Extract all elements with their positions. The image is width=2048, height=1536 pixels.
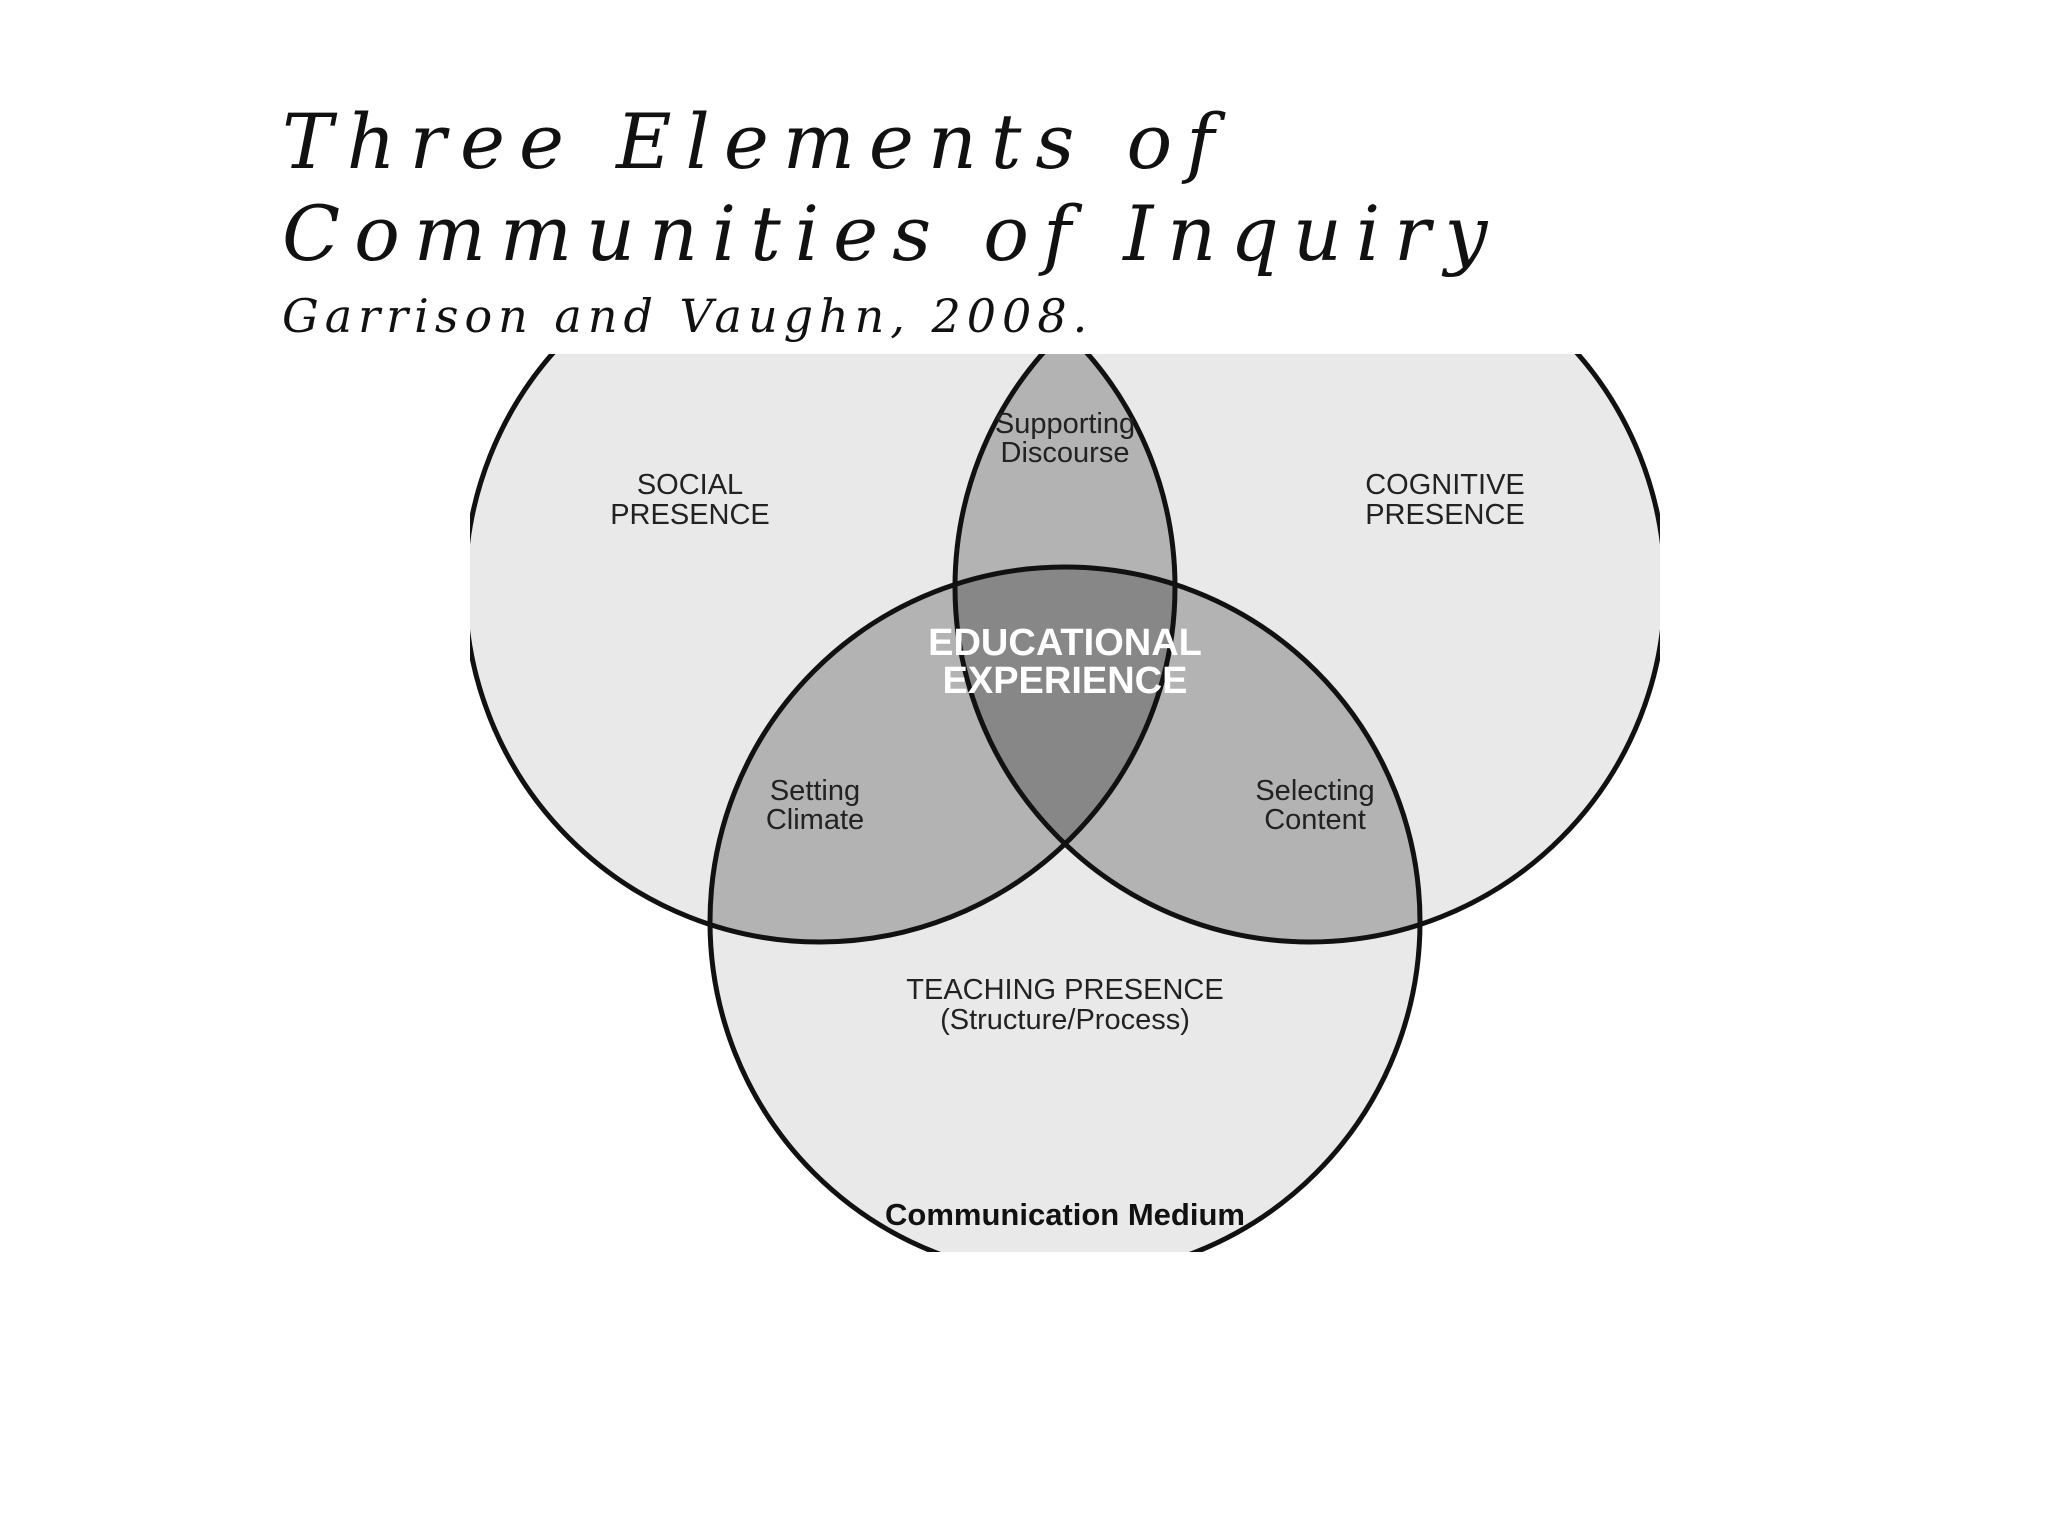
teaching-presence-label-line2: (Structure/Process) [940, 1004, 1190, 1036]
supporting-discourse-label-line2: Discourse [1001, 437, 1130, 469]
cognitive-presence-label-line1: COGNITIVE [1365, 469, 1525, 501]
slide-title: Three Elements of Communities of Inquiry [282, 97, 1502, 278]
educational-experience-label-line2: EXPERIENCE [943, 660, 1188, 702]
social-presence-label-line2: PRESENCE [610, 499, 770, 531]
social-presence-label-line1: SOCIAL [637, 469, 743, 501]
communication-medium-label: Communication Medium [885, 1197, 1245, 1232]
teaching-circle-outline [707, 564, 1423, 1252]
venn-diagram: SOCIAL PRESENCE COGNITIVE PRESENCE Suppo… [470, 352, 1660, 1252]
teaching-presence-label-line1: TEACHING PRESENCE [906, 974, 1223, 1006]
cognitive-presence-label-line2: PRESENCE [1365, 499, 1525, 531]
slide-subtitle-citation: Garrison and Vaughn, 2008. [282, 289, 1094, 343]
selecting-content-label-line2: Content [1264, 804, 1366, 836]
selecting-content-label-line1: Selecting [1255, 775, 1374, 807]
setting-climate-label-line2: Climate [766, 804, 864, 836]
venn-svg: SOCIAL PRESENCE COGNITIVE PRESENCE Suppo… [470, 352, 1660, 1252]
supporting-discourse-label-line1: Supporting [995, 408, 1135, 440]
educational-experience-label-line1: EDUCATIONAL [928, 622, 1202, 664]
setting-climate-label-line1: Setting [770, 775, 860, 807]
